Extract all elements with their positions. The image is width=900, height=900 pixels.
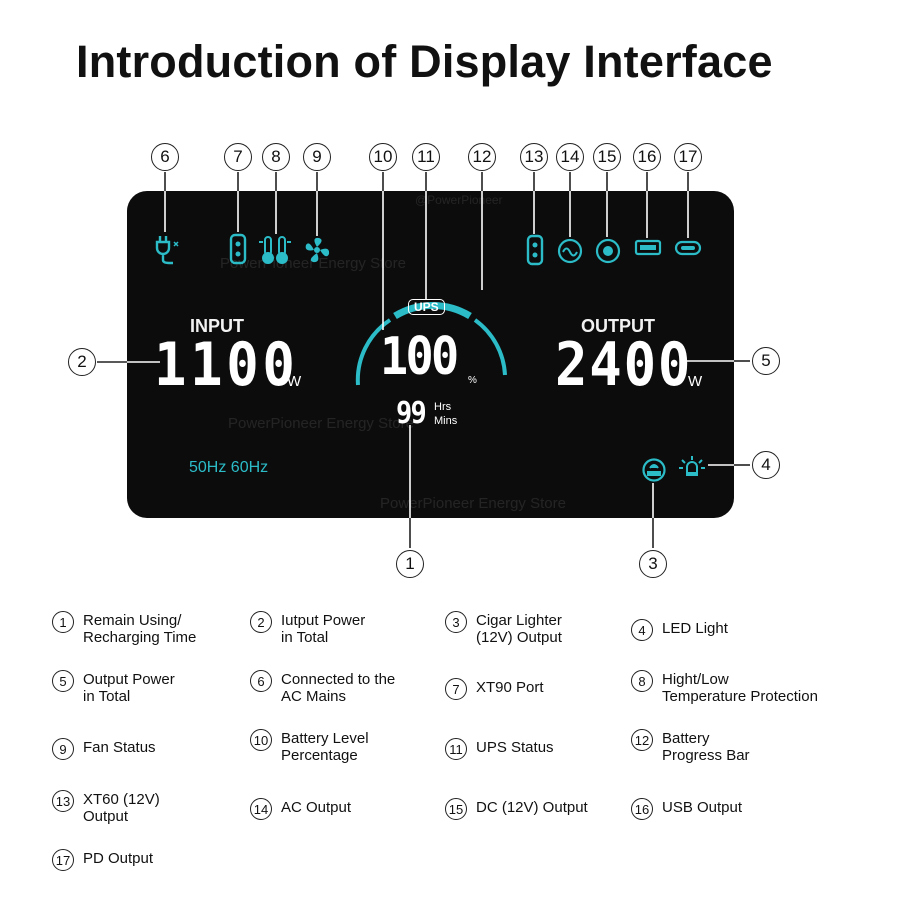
legend-item: 4 LED Light (631, 619, 728, 641)
legend-text: DC (12V) Output (476, 799, 588, 816)
legend-item: 2 Iutput Power in Total (250, 611, 366, 646)
watermark: PowerPioneer Energy Store (380, 495, 566, 512)
fan-icon (305, 237, 330, 263)
legend-item: 17 PD Output (52, 849, 154, 871)
legend-item: 3 Cigar Lighter (12V) Output (445, 611, 562, 646)
legend-text: PD Output (83, 850, 154, 867)
callout-9: 9 (303, 143, 331, 171)
callout-7: 7 (224, 143, 252, 171)
output-label: OUTPUT (581, 316, 655, 336)
callout-1: 1 (396, 550, 424, 578)
input-power-value: 1100 (154, 330, 299, 400)
callout-4: 4 (752, 451, 780, 479)
legend-text: AC Output (281, 799, 352, 816)
legend-item: 1 Remain Using/ Recharging Time (52, 611, 197, 646)
legend-number: 6 (250, 670, 272, 692)
dc-output-icon (595, 238, 621, 264)
frequency-label: 50Hz 60Hz (189, 459, 269, 476)
temperature-icon (259, 236, 291, 264)
callout-2: 2 (68, 348, 96, 376)
led-light-icon (679, 456, 705, 476)
callout-11: 11 (412, 143, 440, 171)
hrs-unit: Hrs (434, 401, 452, 413)
legend-text: UPS Status (476, 739, 554, 756)
legend-text: Battery Progress Bar (662, 730, 750, 764)
legend-number: 15 (445, 798, 467, 820)
legend-item: 11 UPS Status (445, 738, 554, 760)
watermark-handle: @PowerPioneer (415, 193, 503, 207)
legend-item: 15 DC (12V) Output (445, 798, 588, 820)
legend-number: 5 (52, 670, 74, 692)
legend-text: Remain Using/ Recharging Time (83, 612, 197, 646)
legend-number: 9 (52, 738, 74, 760)
callout-6: 6 (151, 143, 179, 171)
legend-item: 10 Battery Level Percentage (250, 729, 369, 764)
legend-number: 14 (250, 798, 272, 820)
legend-item: 9 Fan Status (52, 738, 156, 760)
callout-14: 14 (556, 143, 584, 171)
legend-text: Output Power in Total (83, 671, 175, 705)
legend-text: XT90 Port (476, 679, 544, 696)
input-unit: W (287, 373, 302, 390)
legend-text: Hight/Low Temperature Protection (662, 671, 818, 705)
watermark: PowerPioneer Energy Store (228, 415, 414, 432)
legend-text: Cigar Lighter (12V) Output (476, 612, 562, 646)
cigar-lighter-icon (642, 458, 666, 482)
callout-13: 13 (520, 143, 548, 171)
legend-text: Iutput Power in Total (281, 612, 366, 646)
output-power-value: 2400 (555, 330, 693, 400)
legend-text: USB Output (662, 799, 743, 816)
legend-item: 16 USB Output (631, 798, 743, 820)
callout-5: 5 (752, 347, 780, 375)
legend-item: 6 Connected to the AC Mains (250, 670, 396, 705)
ac-output-icon (557, 238, 583, 264)
ups-badge: UPS (408, 299, 445, 315)
legend-text: LED Light (662, 620, 728, 637)
legend-text: XT60 (12V) Output (83, 791, 160, 825)
legend-number: 13 (52, 790, 74, 812)
legend-number: 12 (631, 729, 653, 751)
legend-item: 14 AC Output (250, 798, 352, 820)
ac-plug-icon (155, 236, 179, 265)
legend-text: Connected to the AC Mains (281, 671, 396, 705)
battery-percent-value: 100 (380, 327, 459, 387)
callout-17: 17 (674, 143, 702, 171)
legend-number: 17 (52, 849, 74, 871)
legend-number: 3 (445, 611, 467, 633)
xt60-icon (526, 234, 544, 266)
callout-16: 16 (633, 143, 661, 171)
legend-item: 5 Output Power in Total (52, 670, 175, 705)
callout-15: 15 (593, 143, 621, 171)
display-panel (127, 191, 734, 518)
mins-unit: Mins (434, 415, 458, 427)
legend-number: 11 (445, 738, 467, 760)
legend-item: 8 Hight/Low Temperature Protection (631, 670, 818, 705)
legend-number: 2 (250, 611, 272, 633)
legend-number: 7 (445, 678, 467, 700)
page-title: Introduction of Display Interface (76, 36, 773, 87)
callout-8: 8 (262, 143, 290, 171)
callout-3: 3 (639, 550, 667, 578)
legend-number: 1 (52, 611, 74, 633)
legend-text: Battery Level Percentage (281, 730, 369, 764)
percent-unit: % (468, 375, 477, 386)
remaining-time-value: 99 (396, 396, 427, 431)
input-label: INPUT (190, 316, 244, 336)
callout-12: 12 (468, 143, 496, 171)
legend-item: 13 XT60 (12V) Output (52, 790, 160, 825)
legend-number: 10 (250, 729, 272, 751)
legend-number: 16 (631, 798, 653, 820)
callout-10: 10 (369, 143, 397, 171)
usb-output-icon (634, 239, 662, 256)
legend-number: 4 (631, 619, 653, 641)
legend-number: 8 (631, 670, 653, 692)
xt90-port-icon (229, 233, 247, 265)
legend-item: 12 Battery Progress Bar (631, 729, 750, 764)
legend-text: Fan Status (83, 739, 156, 756)
pd-output-icon (674, 240, 702, 256)
output-unit: W (688, 373, 703, 390)
legend-item: 7 XT90 Port (445, 678, 544, 700)
